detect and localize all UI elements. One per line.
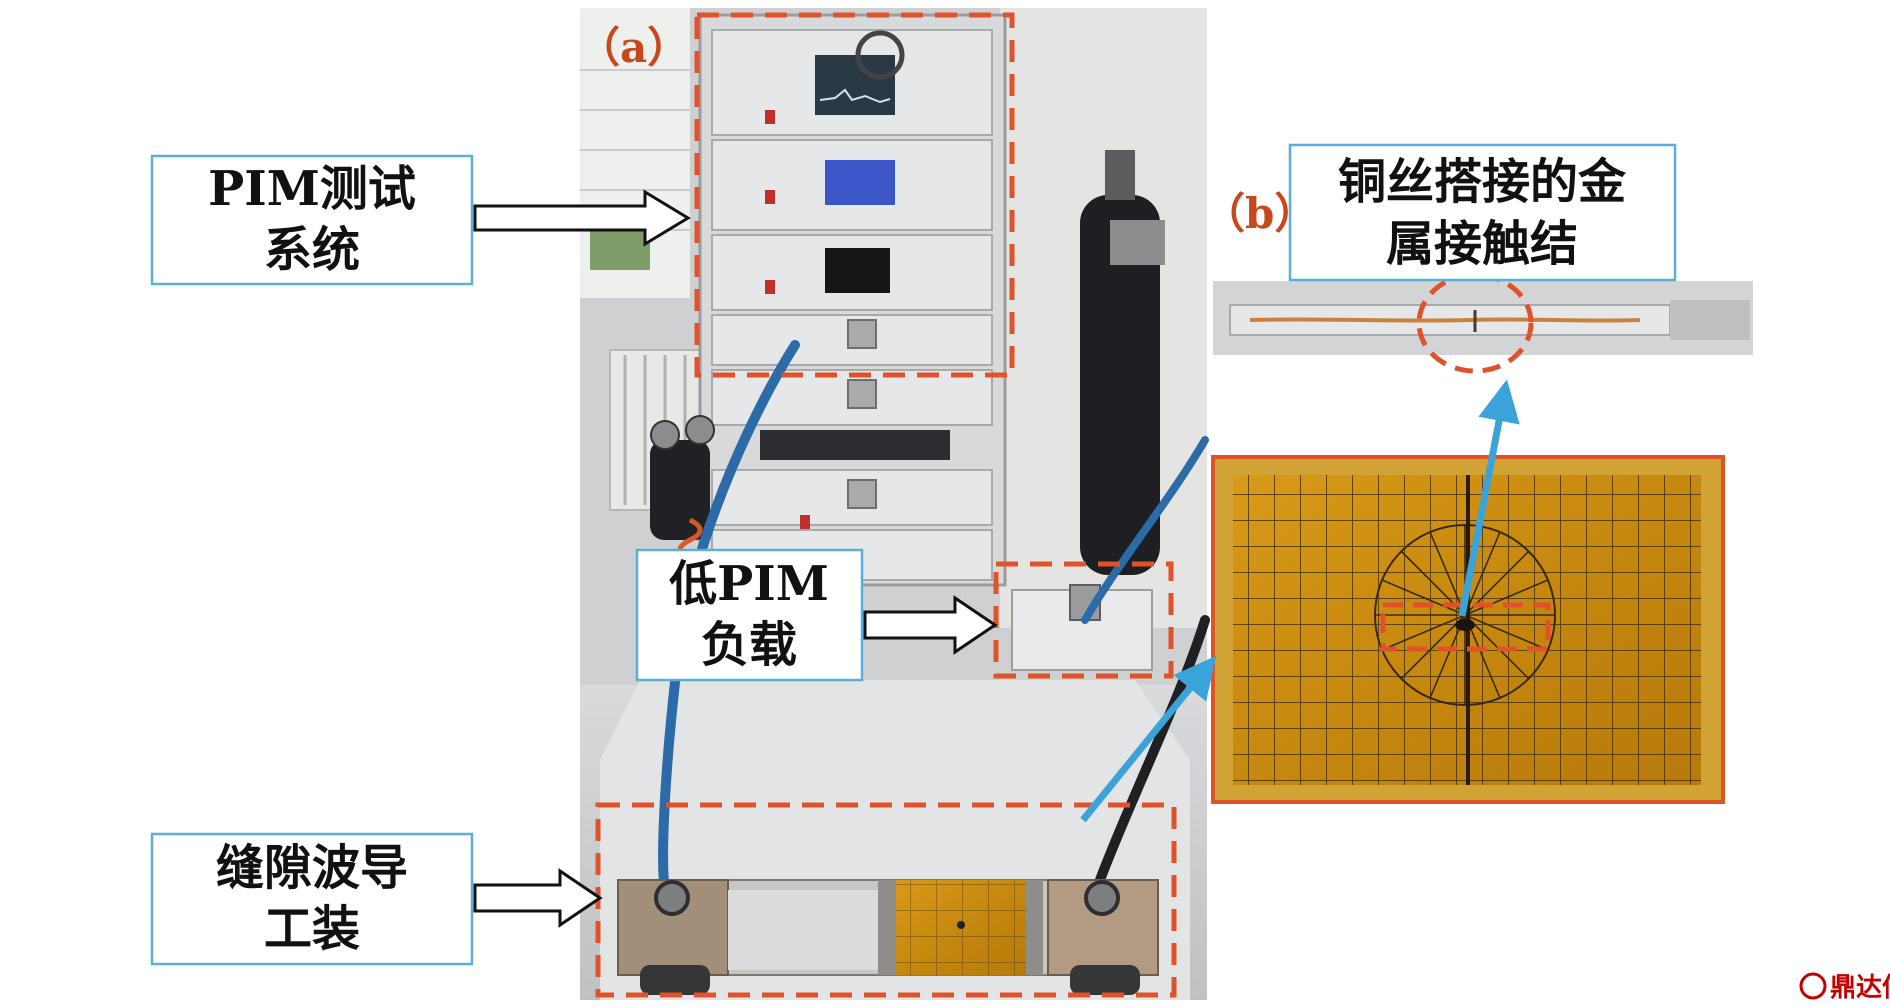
watermark: 鼎达信 <box>1799 972 1890 1003</box>
watermark-logo-icon <box>1799 972 1827 1000</box>
panel-a-label: （a） <box>578 23 689 72</box>
low-pim-load-label: 低PIM 负载 <box>635 548 864 682</box>
low-pim-load-arrow <box>863 595 998 655</box>
gap-waveguide-label-line1: 缝隙波导 <box>216 840 408 896</box>
pim-system-label-line1: PIM测试 <box>208 161 416 217</box>
copper-grid-photo <box>1211 455 1725 804</box>
low-pim-load-label-line1: 低PIM <box>669 556 829 612</box>
gap-waveguide-arrow <box>473 868 603 928</box>
copper-junction-label-line2: 属接触结 <box>1386 216 1578 272</box>
pim-system-label: PIM测试 系统 <box>150 154 474 286</box>
junction-highlight-circle <box>1416 272 1534 374</box>
panel-b-label: （b） <box>1203 189 1316 238</box>
zoom-leader-arrow <box>1080 655 1217 823</box>
pim-system-label-line2: 系统 <box>264 222 360 278</box>
pim-system-arrow <box>473 189 691 247</box>
junction-zoom-photo <box>1213 281 1753 355</box>
junction-leader-arrow <box>1458 379 1520 617</box>
low-pim-load-label-line2: 负载 <box>701 617 797 673</box>
copper-junction-label-line1: 铜丝搭接的金 <box>1338 154 1627 210</box>
copper-junction-label: 铜丝搭接的金 属接触结 <box>1288 143 1677 282</box>
contact-region-highlight-box <box>1380 602 1551 652</box>
gap-waveguide-label-line2: 工装 <box>264 901 360 957</box>
lab-photo <box>580 8 1210 1000</box>
gap-waveguide-label: 缝隙波导 工装 <box>150 832 474 966</box>
pim-system-highlight-box <box>694 12 1015 378</box>
low-pim-load-highlight-box <box>993 561 1174 679</box>
watermark-text: 鼎达信 <box>1830 973 1890 1003</box>
